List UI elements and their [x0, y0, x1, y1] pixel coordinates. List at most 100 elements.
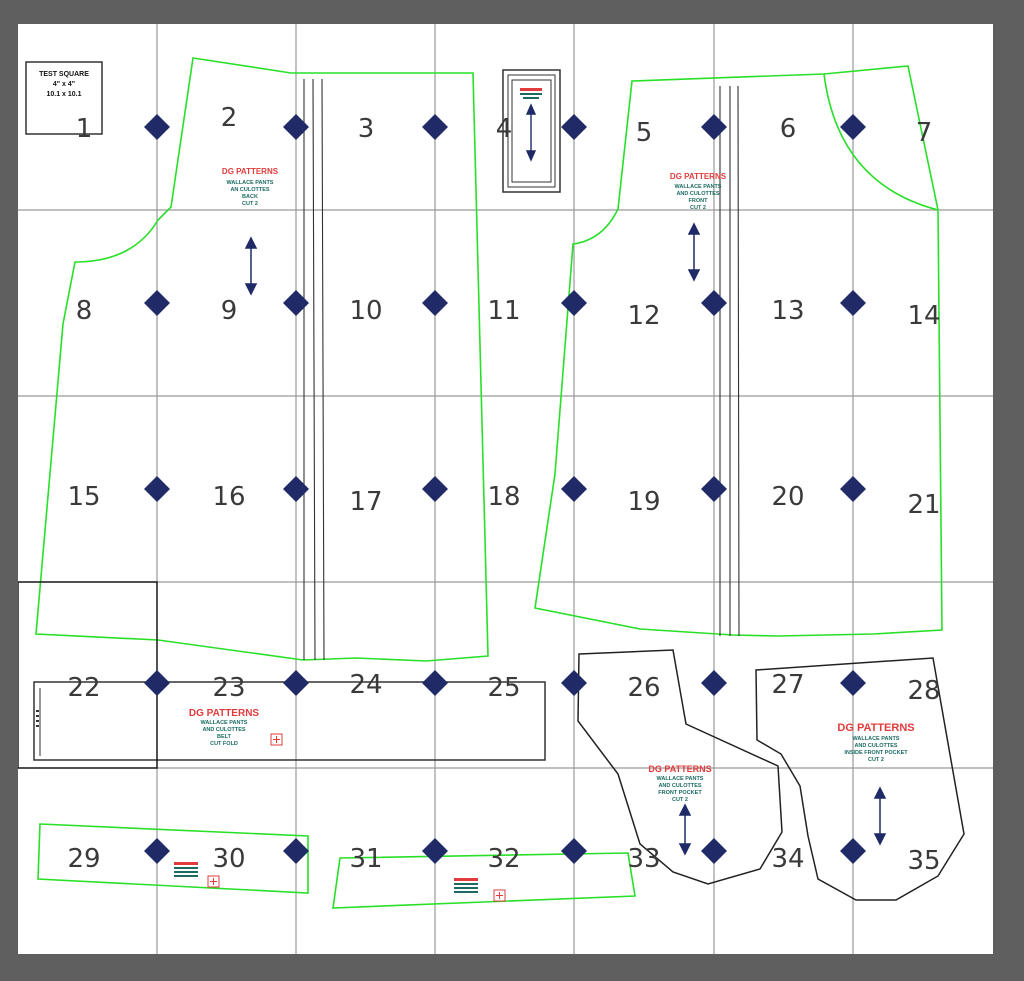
page-number-19: 19 — [627, 487, 660, 517]
alignment-diamond-r4-c3 — [422, 670, 448, 696]
alignment-diamond-r2-c1 — [144, 290, 170, 316]
front-pocket-line-3: FRONT POCKET — [658, 790, 702, 796]
alignment-diamond-r3-c3 — [422, 476, 448, 502]
page-number-9: 9 — [221, 296, 238, 326]
front-piece-line-4: CUT 2 — [690, 205, 706, 211]
cut-marker-waistband-left — [207, 875, 220, 888]
page-number-15: 15 — [67, 482, 100, 512]
alignment-diamond-r4-c4 — [561, 670, 587, 696]
front-pocket-brand: DG PATTERNS — [648, 764, 711, 774]
inside-pocket-line-2: AND CULOTTES — [854, 743, 897, 749]
alignment-diamond-r4-c6 — [840, 670, 866, 696]
alignment-diamond-r5-c4 — [561, 838, 587, 864]
page-number-13: 13 — [771, 296, 804, 326]
inside-pocket-line-4: CUT 2 — [868, 757, 884, 763]
front-pocket-piece: DG PATTERNS WALLACE PANTS AND CULOTTES F… — [577, 649, 783, 885]
grainline-arrow-inside-pocket — [873, 786, 887, 846]
alignment-diamond-r5-c6 — [840, 838, 866, 864]
page-number-21: 21 — [907, 490, 940, 520]
alignment-diamond-r1-c1 — [144, 114, 170, 140]
page-number-26: 26 — [627, 673, 660, 703]
page-number-6: 6 — [780, 114, 797, 144]
back-piece-line-2: AN CULOTTES — [230, 187, 269, 193]
back-piece-line-3: BACK — [242, 194, 258, 200]
back-piece-line-1: WALLACE PANTS — [227, 180, 274, 186]
alignment-diamond-r3-c6 — [840, 476, 866, 502]
page-number-35: 35 — [907, 846, 940, 876]
page-number-5: 5 — [636, 118, 653, 148]
page-number-20: 20 — [771, 482, 804, 512]
alignment-diamond-r1-c5 — [701, 114, 727, 140]
page-number-4: 4 — [496, 114, 513, 144]
page-number-23: 23 — [212, 673, 245, 703]
waistband-piece-left — [37, 823, 309, 894]
page-number-28: 28 — [907, 676, 940, 706]
alignment-diamond-r5-c2 — [283, 838, 309, 864]
page-number-12: 12 — [627, 301, 660, 331]
page-number-2: 2 — [221, 103, 238, 133]
grainline-arrow-back — [244, 236, 258, 296]
alignment-diamond-r1-c2 — [283, 114, 309, 140]
page-number-27: 27 — [771, 670, 804, 700]
page-number-34: 34 — [771, 844, 804, 874]
inside-pocket-brand: DG PATTERNS — [837, 722, 914, 734]
page-number-32: 32 — [487, 844, 520, 874]
alignment-diamond-r3-c2 — [283, 476, 309, 502]
page-number-8: 8 — [76, 296, 93, 326]
alignment-diamond-r1-c4 — [561, 114, 587, 140]
alignment-diamond-r4-c1 — [144, 670, 170, 696]
test-square-size-in: 4" x 4" — [53, 81, 75, 88]
back-pant-piece: DG PATTERNS WALLACE PANTS AN CULOTTES BA… — [35, 57, 489, 662]
test-square-size-cm: 10.1 x 10.1 — [46, 91, 81, 98]
belt-piece-line-1: WALLACE PANTS — [201, 720, 248, 726]
front-piece-line-2: AND CULOTTES — [676, 191, 719, 197]
page-number-31: 31 — [349, 844, 382, 874]
alignment-diamond-r5-c1 — [144, 838, 170, 864]
cut-marker-waistband-right — [493, 889, 506, 902]
alignment-diamond-r3-c1 — [144, 476, 170, 502]
page-number-16: 16 — [212, 482, 245, 512]
inside-front-pocket-piece: DG PATTERNS WALLACE PANTS AND CULOTTES I… — [755, 657, 965, 901]
grainline-arrow-front-pocket — [678, 803, 692, 856]
page-number-29: 29 — [67, 844, 100, 874]
alignment-diamond-r1-c6 — [840, 114, 866, 140]
page-number-1: 1 — [76, 114, 93, 144]
front-pant-piece: DG PATTERNS WALLACE PANTS AND CULOTTES F… — [534, 65, 943, 637]
page-number-30: 30 — [212, 844, 245, 874]
page-number-7: 7 — [916, 118, 933, 148]
grainline-arrow-front — [687, 222, 701, 282]
alignment-diamond-r2-c6 — [840, 290, 866, 316]
back-piece-line-4: CUT 2 — [242, 201, 258, 207]
alignment-diamond-r5-c5 — [701, 838, 727, 864]
inside-pocket-line-1: WALLACE PANTS — [853, 736, 900, 742]
page-number-3: 3 — [358, 114, 375, 144]
test-square: TEST SQUARE 4" x 4" 10.1 x 10.1 — [25, 61, 103, 135]
page-number-17: 17 — [349, 487, 382, 517]
front-pocket-line-1: WALLACE PANTS — [657, 776, 704, 782]
alignment-diamond-r4-c2 — [283, 670, 309, 696]
page-number-33: 33 — [627, 844, 660, 874]
alignment-diamond-r1-c3 — [422, 114, 448, 140]
alignment-diamond-r2-c3 — [422, 290, 448, 316]
front-piece-line-3: FRONT — [689, 198, 709, 204]
cut-marker-belt — [270, 733, 283, 746]
page-number-11: 11 — [487, 296, 520, 326]
alignment-diamond-r3-c4 — [561, 476, 587, 502]
alignment-diamond-r2-c2 — [283, 290, 309, 316]
belt-piece-brand: DG PATTERNS — [189, 708, 260, 719]
test-square-title: TEST SQUARE — [39, 71, 89, 78]
page-number-22: 22 — [67, 673, 100, 703]
front-pocket-line-4: CUT 2 — [672, 797, 688, 803]
alignment-diamond-r4-c5 — [701, 670, 727, 696]
front-pocket-line-2: AND CULOTTES — [658, 783, 701, 789]
front-piece-line-1: WALLACE PANTS — [675, 184, 722, 190]
alignment-diamond-r3-c5 — [701, 476, 727, 502]
alignment-diamond-r2-c4 — [561, 290, 587, 316]
back-piece-brand: DG PATTERNS — [222, 167, 279, 176]
waistband-piece-right — [332, 852, 636, 909]
belt-piece-line-2: AND CULOTTES — [202, 727, 245, 733]
page-number-18: 18 — [487, 482, 520, 512]
page-number-10: 10 — [349, 296, 382, 326]
pattern-layout: TEST SQUARE 4" x 4" 10.1 x 10.1 DG PATTE… — [18, 24, 993, 954]
